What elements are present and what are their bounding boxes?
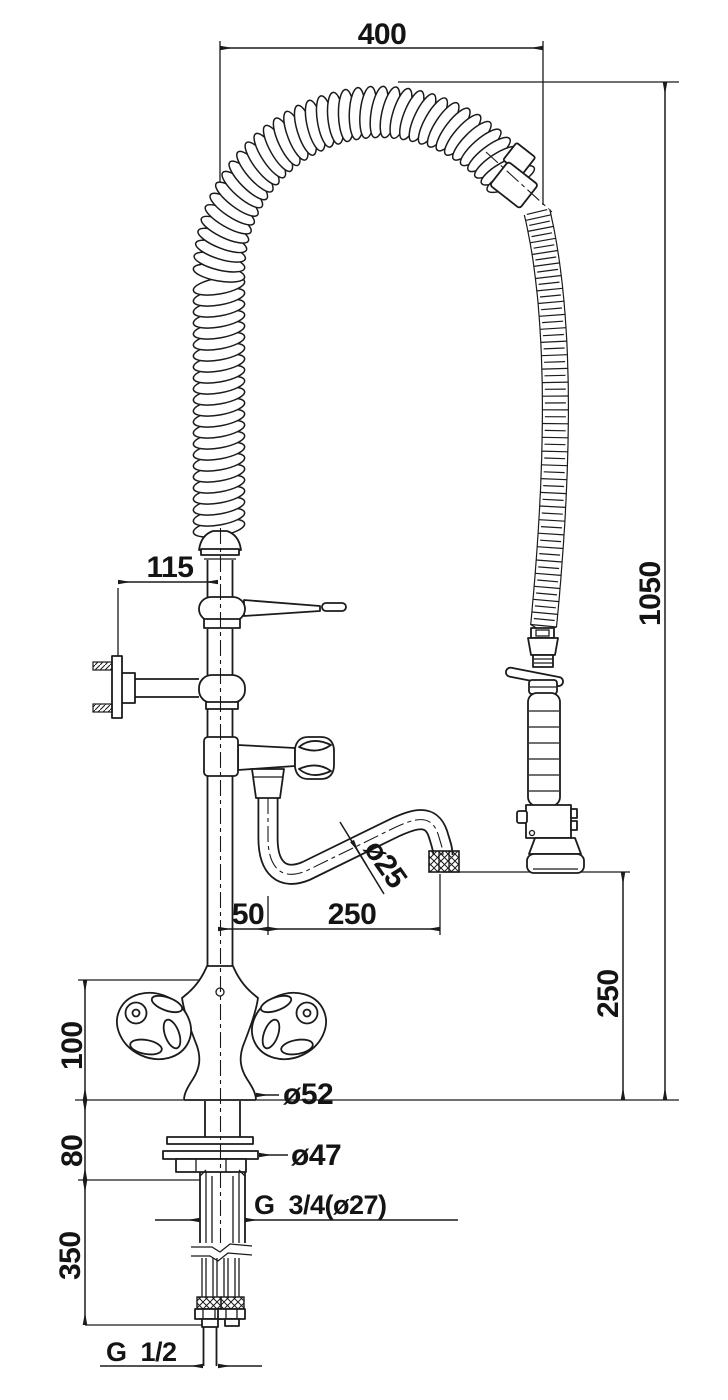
dimension-lines xyxy=(82,45,668,1369)
inlet-stub xyxy=(201,1318,219,1328)
dim-bracket-offset: 115 xyxy=(147,551,194,584)
spray-gun xyxy=(480,627,585,874)
spout-aerator-nut xyxy=(428,850,460,873)
shank-washer xyxy=(166,1136,254,1145)
dim-body-height: 100 xyxy=(56,1021,89,1070)
deck-shank xyxy=(162,1101,259,1243)
swing-lever-collar xyxy=(198,596,347,629)
dim-body-diameter: ø52 xyxy=(283,1078,333,1111)
spout-connector-nut xyxy=(251,768,285,799)
dim-hose-drop: 350 xyxy=(54,1231,87,1280)
left-handle xyxy=(116,991,192,1061)
right-handle xyxy=(251,991,327,1061)
gun-inlet-block xyxy=(527,637,559,656)
gun-neck xyxy=(532,654,554,668)
dim-gun-clearance: 250 xyxy=(592,969,625,1018)
hose-hex-fitting xyxy=(485,142,553,213)
faucet-body xyxy=(116,965,327,1101)
dim-shank-thread: G 3/4(ø27) xyxy=(254,1190,387,1220)
bracket-clamp-collar xyxy=(198,674,246,704)
shank-flange xyxy=(162,1150,259,1160)
dim-inlet-thread: G 1/2 xyxy=(106,1337,177,1367)
gun-hose-nut-detail xyxy=(535,629,550,637)
gun-spray-head xyxy=(526,853,585,874)
riser-pipe xyxy=(206,560,234,966)
lever-tip xyxy=(321,602,347,612)
hose-knurl-nut xyxy=(220,1296,245,1310)
dim-flange-diameter: ø47 xyxy=(291,1139,341,1172)
dim-shank-height: 80 xyxy=(56,1135,89,1167)
dim-spout-reach: 250 xyxy=(328,898,377,931)
inlet-pipe xyxy=(202,1327,218,1366)
tee-arm xyxy=(237,744,296,771)
wall-plate xyxy=(111,655,123,719)
wall-screw xyxy=(92,703,113,713)
gun-spray-cone xyxy=(528,837,582,855)
shank-hex-nut xyxy=(175,1158,247,1173)
spout-tee-valve xyxy=(203,736,335,799)
extension-lines xyxy=(75,41,679,1326)
hose-knurl-nut xyxy=(196,1296,222,1310)
dim-spout-offset: 50 xyxy=(232,898,264,931)
corrugated-hose xyxy=(523,208,570,633)
dim-total-height: 1050 xyxy=(634,561,667,626)
swing-spout xyxy=(268,798,460,874)
dim-top-width: 400 xyxy=(358,18,407,51)
gun-grip xyxy=(527,692,561,807)
gun-valve-body xyxy=(525,804,572,839)
supply-hoses xyxy=(194,1258,246,1366)
wall-bracket xyxy=(92,655,246,719)
pipe-break-symbol xyxy=(191,1243,253,1262)
inlet-stub xyxy=(224,1318,240,1327)
wall-screw xyxy=(92,661,113,671)
